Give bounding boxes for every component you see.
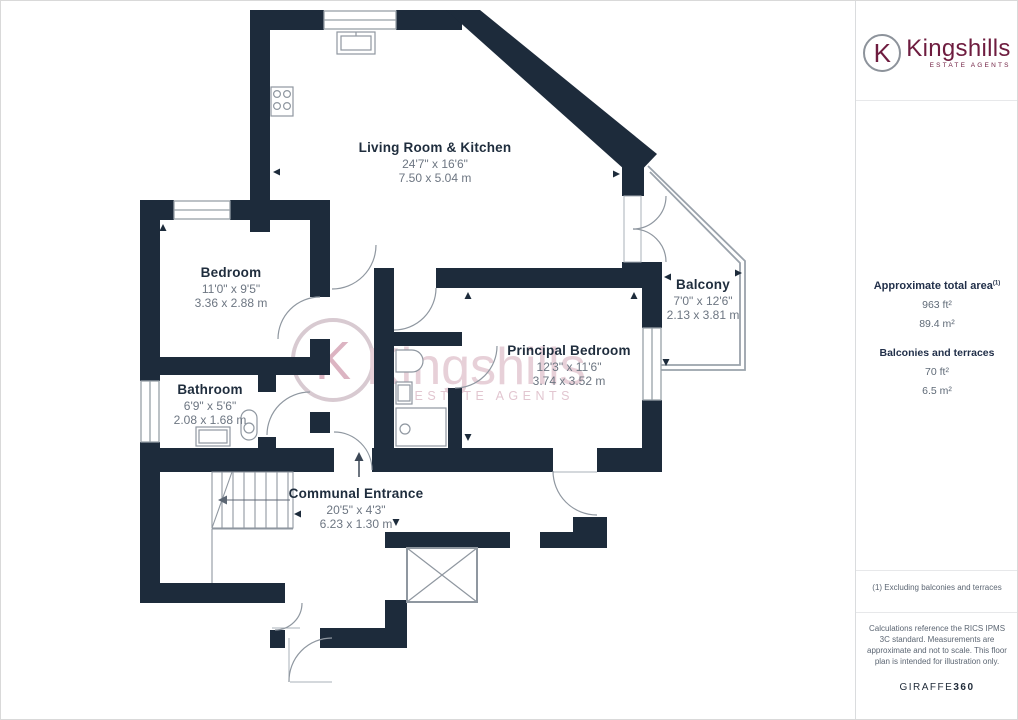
room-label-bathroom: Bathroom 6'9" x 5'6" 2.08 x 1.68 m xyxy=(174,382,247,427)
room-dims-metric: 6.23 x 1.30 m xyxy=(320,517,393,531)
room-dims-metric: 3.74 x 3.52 m xyxy=(533,374,606,388)
bedroom-door-arc xyxy=(277,296,321,340)
dimension-ticks xyxy=(159,168,742,526)
logo-monogram-icon: K xyxy=(863,34,902,72)
sink-icon xyxy=(336,31,376,55)
bathroom-fixtures xyxy=(195,409,258,447)
balconies-title: Balconies and terraces xyxy=(879,347,995,359)
total-area-title: Approximate total area(1) xyxy=(873,280,1001,292)
room-dims-metric: 2.08 x 1.68 m xyxy=(174,413,247,427)
principal-bedroom-door-arc xyxy=(393,287,437,331)
ensuite-door-arc xyxy=(454,345,498,389)
room-label-communal-entrance: Communal Entrance 20'5" x 4'3" 6.23 x 1.… xyxy=(289,486,424,531)
room-dims-imperial: 6'9" x 5'6" xyxy=(184,399,236,413)
balconies-ft: 70 ft² xyxy=(925,366,949,378)
room-dims-imperial: 11'0" x 9'5" xyxy=(202,282,260,296)
brand-tagline: ESTATE AGENTS xyxy=(929,62,1011,69)
room-dims-metric: 2.13 x 3.81 m xyxy=(667,308,740,322)
window-bedroom xyxy=(173,200,231,220)
window-living-room xyxy=(323,10,397,30)
divider xyxy=(856,570,1018,571)
area-footnote: (1) Excluding balconies and terraces xyxy=(872,583,1002,592)
ensuite-toilet-icon xyxy=(395,349,424,373)
balcony-door-arc-2 xyxy=(632,228,667,263)
provider-name: GIRAFFE xyxy=(899,682,954,693)
room-dims-imperial: 12'3" x 11'6" xyxy=(537,360,602,374)
total-area-summary: Approximate total area(1) 963 ft² 89.4 m… xyxy=(856,280,1018,397)
exit-door-arc-2 xyxy=(288,637,333,683)
kitchen-fixtures xyxy=(270,31,376,117)
ensuite-fixtures xyxy=(395,349,447,447)
total-area-m: 89.4 m² xyxy=(919,318,955,330)
watermark-tagline: ESTATE AGENTS xyxy=(415,389,574,403)
info-sidebar: K Kingshills ESTATE AGENTS Approximate t… xyxy=(855,0,1018,720)
door-arcs xyxy=(266,195,667,683)
corridor-door-arc xyxy=(552,470,598,516)
divider xyxy=(856,612,1018,613)
room-name: Balcony xyxy=(676,277,730,292)
room-name: Communal Entrance xyxy=(289,486,424,501)
room-name: Principal Bedroom xyxy=(507,343,630,358)
room-dims-metric: 7.50 x 5.04 m xyxy=(399,171,472,185)
brand-name: Kingshills xyxy=(906,35,1011,62)
balconies-m: 6.5 m² xyxy=(922,385,952,397)
elevator-icon xyxy=(406,547,478,603)
room-dims-metric: 3.36 x 2.88 m xyxy=(195,296,268,310)
stove-icon xyxy=(270,86,294,117)
room-label-balcony: Balcony 7'0" x 12'6" 2.13 x 3.81 m xyxy=(667,277,740,322)
giraffe360-logo: GIRAFFE360 xyxy=(856,682,1018,693)
room-label-principal-bedroom: Principal Bedroom 12'3" x 11'6" 3.74 x 3… xyxy=(507,343,630,388)
windows xyxy=(140,10,662,443)
disclaimer-text: Calculations reference the RICS IPMS 3C … xyxy=(867,624,1007,666)
room-name: Bathroom xyxy=(177,382,242,397)
entrance-arrow-icon xyxy=(354,452,364,477)
floorplan: K Kingshills ESTATE AGENTS xyxy=(140,10,746,683)
provider-suffix: 360 xyxy=(953,682,975,693)
room-name: Living Room & Kitchen xyxy=(359,140,512,155)
balcony-railing xyxy=(647,165,746,371)
room-dims-imperial: 20'5" x 4'3" xyxy=(326,503,385,517)
room-label-living-room-kitchen: Living Room & Kitchen 24'7" x 16'6" 7.50… xyxy=(359,140,512,185)
exit-door-arc xyxy=(274,602,303,631)
footnote-marker: (1) xyxy=(992,280,1001,287)
room-label-bedroom: Bedroom 11'0" x 9'5" 3.36 x 2.88 m xyxy=(195,265,268,310)
room-name: Bedroom xyxy=(201,265,262,280)
logo-monogram: K xyxy=(873,37,891,68)
divider xyxy=(856,100,1018,101)
window-principal-bedroom xyxy=(642,327,662,401)
bathroom-door-arc xyxy=(266,391,311,436)
total-area-ft: 963 ft² xyxy=(922,299,952,311)
entrance-door-arc xyxy=(333,431,373,471)
room-dims-imperial: 24'7" x 16'6" xyxy=(402,157,468,171)
balcony-door-arc xyxy=(632,195,667,230)
kingshills-logo: K Kingshills ESTATE AGENTS xyxy=(856,34,1018,72)
living-room-door-arc xyxy=(331,244,377,290)
window-bathroom xyxy=(140,380,160,443)
stairs-icon xyxy=(211,471,294,583)
room-dims-imperial: 7'0" x 12'6" xyxy=(673,294,732,308)
walls xyxy=(140,10,662,648)
